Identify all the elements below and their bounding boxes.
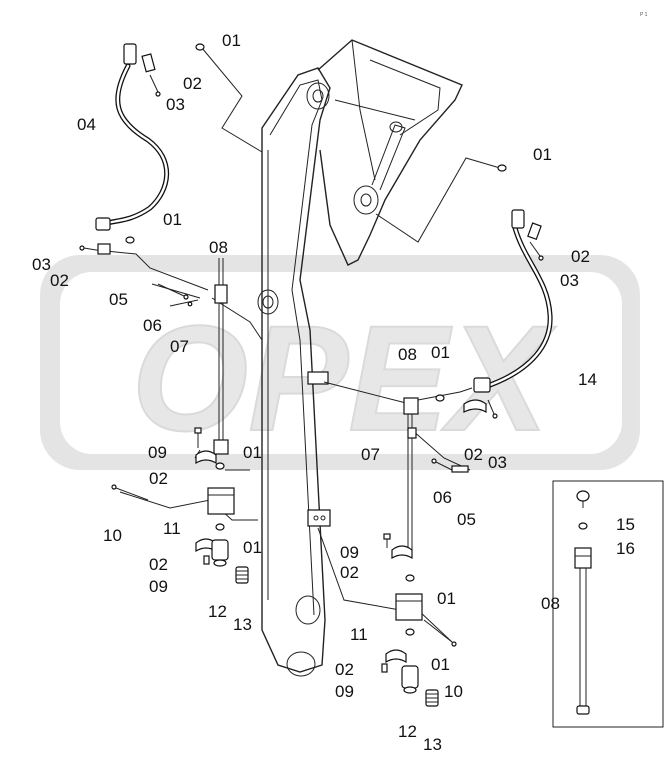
callout-04: 04	[77, 115, 96, 134]
callout-05: 05	[109, 290, 128, 309]
callout-09: 09	[340, 543, 359, 562]
pipe-assembly-left	[111, 258, 249, 584]
leader-lines	[95, 47, 501, 643]
callout-02: 02	[335, 660, 354, 679]
callout-12: 12	[398, 722, 417, 741]
callout-08: 08	[398, 345, 417, 364]
callout-01: 01	[431, 343, 450, 362]
callout-07: 07	[361, 445, 380, 464]
inset-callout-15: 15	[616, 515, 635, 534]
callout-01: 01	[243, 443, 262, 462]
fittings-top-right	[497, 164, 544, 261]
callout-01: 01	[437, 589, 456, 608]
callout-05: 05	[457, 510, 476, 529]
callout-01: 01	[533, 145, 552, 164]
callout-01: 01	[243, 538, 262, 557]
callout-02: 02	[149, 469, 168, 488]
callout-06: 06	[433, 488, 452, 507]
callout-03: 03	[560, 271, 579, 290]
watermark-text: OPEX	[132, 294, 557, 462]
callout-07: 07	[170, 337, 189, 356]
callout-labels: 01 02 03 04 01 03 02 08 05 06 07 09 02 0…	[32, 31, 635, 754]
callout-02: 02	[571, 247, 590, 266]
callout-09: 09	[335, 682, 354, 701]
callout-01: 01	[163, 210, 182, 229]
callout-11: 11	[163, 519, 181, 538]
fittings-top-left	[79, 43, 205, 255]
callout-08: 08	[209, 238, 228, 257]
callout-13: 13	[233, 615, 252, 634]
callout-02: 02	[464, 445, 483, 464]
hose-14	[473, 209, 553, 393]
callout-10: 10	[444, 682, 463, 701]
callout-03: 03	[488, 453, 507, 472]
opex-watermark: OPEX	[40, 255, 640, 470]
inset-callout-16: 16	[616, 539, 635, 558]
corner-mark: P 1	[640, 12, 648, 18]
callout-02: 02	[149, 555, 168, 574]
callout-09: 09	[148, 443, 167, 462]
callout-11: 11	[350, 625, 368, 644]
hose-04	[95, 43, 170, 231]
pipe-assembly-right	[381, 387, 498, 707]
callout-12: 12	[208, 602, 227, 621]
inset-callout-08: 08	[541, 594, 560, 613]
callout-10: 10	[103, 526, 122, 545]
boom-arm	[257, 39, 463, 677]
inset-detail-box	[552, 480, 664, 728]
callout-02: 02	[340, 563, 359, 582]
callout-01: 01	[431, 655, 450, 674]
callout-03: 03	[166, 95, 185, 114]
callout-13: 13	[423, 735, 442, 754]
callout-09: 09	[149, 577, 168, 596]
callout-02: 02	[50, 271, 69, 290]
callout-02: 02	[183, 74, 202, 93]
callout-03: 03	[32, 255, 51, 274]
callout-14: 14	[578, 370, 597, 389]
callout-06: 06	[143, 316, 162, 335]
callout-01: 01	[222, 31, 241, 50]
